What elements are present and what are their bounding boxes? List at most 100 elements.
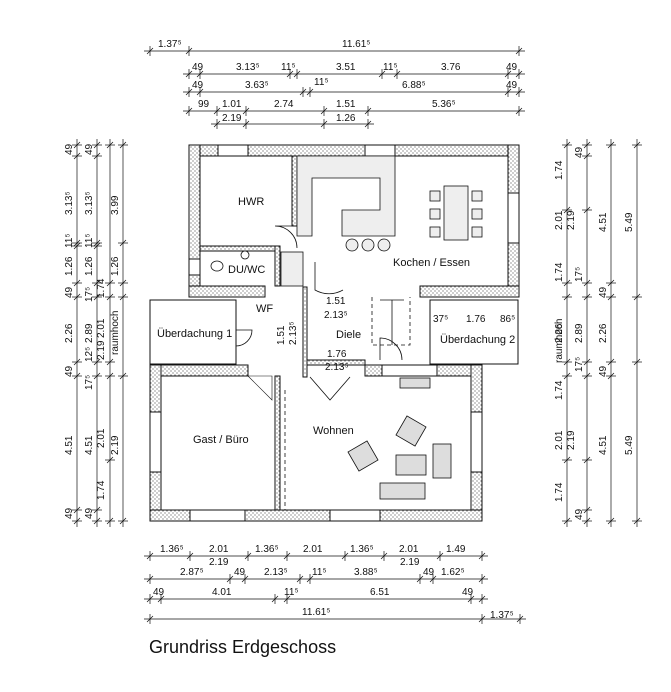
- window-north-1: [217, 144, 249, 157]
- sofa: [379, 482, 426, 500]
- door-diele-right: [379, 337, 403, 361]
- dim-left-c4-2: 2.19: [110, 435, 121, 455]
- armchair-2: [395, 415, 427, 447]
- dim-left-c1-4: 49: [64, 286, 75, 298]
- window-west-gast: [149, 411, 162, 473]
- dim-right-c1-5: 2.01: [554, 430, 565, 450]
- room-label-du: DU/WC: [228, 264, 265, 276]
- dim-top-r2-1: 3.13⁵: [236, 62, 260, 73]
- dim-left-c2-9: 49: [84, 507, 95, 519]
- stair-treads: [380, 299, 404, 345]
- dim-left-c1-3: 1.26: [64, 256, 75, 276]
- bar-stool-1: [345, 238, 359, 252]
- room-label-wohnen: Wohnen: [313, 425, 354, 437]
- room-label-ueb2: Überdachung 2: [440, 334, 515, 346]
- dim-left-c4-0: 1.26: [110, 256, 121, 276]
- dim-top-r3-2: 11⁵: [314, 77, 329, 88]
- dim-left-c2-7: 17⁵: [84, 375, 95, 390]
- room-label-gast: Gast / Büro: [193, 434, 249, 446]
- door-gast: [247, 375, 273, 401]
- kitchen-counter: [296, 155, 396, 237]
- dimension-lines: [72, 46, 642, 624]
- dim-left-c4-1: 2.19: [96, 340, 107, 360]
- dim-left-c4-3: raumhoch: [110, 311, 121, 355]
- dim-int-7: 37⁵: [433, 314, 448, 325]
- dim-top-r5-0: 2.19: [222, 113, 242, 124]
- dim-top-r5-1: 1.26: [336, 113, 356, 124]
- stair-dashed: [371, 297, 411, 346]
- dim-right-c2-5: 2.19: [566, 430, 577, 450]
- door-hwr: [274, 225, 298, 249]
- dim-bot-r1-6: 1.49: [446, 544, 466, 555]
- dim-int-1: 1.51: [326, 296, 346, 307]
- toilet-icon: [210, 260, 224, 272]
- dim-left-c1-5: 2.26: [64, 323, 75, 343]
- dim-top-r4-4: 5.36⁵: [432, 99, 456, 110]
- dining-table: [443, 185, 469, 241]
- dim-top-r3-3: 6.88⁵: [402, 80, 426, 91]
- dim-top-r2-4: 11⁵: [383, 62, 398, 73]
- wall-int-wf: [302, 286, 308, 378]
- dim-right-c3-1: 49: [598, 286, 609, 298]
- dim-left-c2-6: 12⁵: [84, 347, 95, 362]
- dim-left-c2-0: 49: [84, 143, 95, 155]
- wall-bottom-north-left: [149, 364, 249, 377]
- dim-left-c1-6: 49: [64, 365, 75, 377]
- dim-top-r4-0: 99: [198, 99, 210, 110]
- dim-right-c1-4: 1.74: [554, 380, 565, 400]
- window-east-wohnen: [470, 411, 483, 473]
- dim-top-r2-5: 3.76: [441, 62, 461, 73]
- left-dimensions: 49 3.13⁵ 11⁵ 1.26 49 2.26 49 4.51 49 49 …: [64, 143, 121, 519]
- dim-top-r1-0: 1.37⁵: [158, 39, 182, 50]
- window-north-wohnen: [381, 364, 438, 377]
- room-label-wf: WF: [256, 303, 273, 315]
- dim-top-r2-0: 49: [192, 62, 204, 73]
- wall-int-hwr-east: [291, 155, 298, 227]
- dim-bot-r1-0: 1.36⁵: [160, 544, 184, 555]
- dim-right-c1-3: 2.26: [554, 323, 565, 343]
- dim-left-c1-2: 11⁵: [64, 233, 75, 248]
- dim-right-c3-2: 2.89: [574, 323, 585, 343]
- bottom-dimensions: 1.36⁵ 2.01 1.36⁵ 2.01 1.36⁵ 2.01 1.49 2.…: [153, 544, 514, 621]
- dim-top-r2-2: 11⁵: [281, 62, 296, 73]
- dim-top-r4-2: 2.74: [274, 99, 294, 110]
- window-south-gast: [189, 509, 246, 522]
- door-wohnen: [309, 376, 351, 401]
- dim-right-c2-3: raumhoch: [554, 319, 565, 363]
- window-south-wohnen: [329, 509, 381, 522]
- dim-top-r2-3: 3.51: [336, 62, 356, 73]
- dim-int-8: 1.76: [466, 314, 486, 325]
- bar-stool-2: [361, 238, 375, 252]
- dim-left-c2-3: 1.26: [84, 256, 95, 276]
- right-dimensions: 1.74 2.01 1.74 2.26 1.74 2.01 1.74 49 2.…: [554, 146, 635, 520]
- wall-top-south-right: [419, 285, 520, 298]
- plan-title: Grundriss Erdgeschoss: [149, 637, 337, 657]
- bar-stool-3: [377, 238, 391, 252]
- dim-bot-r1-1: 2.01: [209, 544, 229, 555]
- dim-top-r2-6: 49: [506, 62, 518, 73]
- window-east-1: [507, 192, 520, 244]
- dim-bot-r3-6: 1.62⁵: [441, 567, 465, 578]
- room-label-diele: Diele: [336, 329, 361, 341]
- canopy-2-outline: [429, 299, 519, 365]
- dim-bot-r5-0: 11.61⁵: [302, 607, 330, 618]
- dim-right-c2-1: 2.19: [566, 210, 577, 230]
- dim-bot-r3-1: 49: [234, 567, 246, 578]
- dim-bot-r1-3: 2.01: [303, 544, 323, 555]
- dim-bot-r3-0: 2.87⁵: [180, 567, 204, 578]
- sofa-side: [432, 443, 452, 479]
- dim-bot-r3-2: 2.13⁵: [264, 567, 288, 578]
- dim-int-4: 2.13⁵: [288, 321, 299, 345]
- doors: [235, 225, 403, 401]
- canopies: [149, 299, 519, 365]
- wall-bottom-south: [149, 509, 483, 522]
- dim-int-5: 1.76: [327, 349, 347, 360]
- door-entry: [235, 329, 253, 347]
- dim-bot-r3-4: 3.88⁵: [354, 567, 378, 578]
- dim-bot-r4-4: 49: [462, 587, 474, 598]
- dim-right-c1-2: 1.74: [554, 262, 565, 282]
- dim-left-c3-2: 2.01: [96, 428, 107, 448]
- dim-bot-r1-5: 2.01: [399, 544, 419, 555]
- dim-right-c3-3: 49: [598, 365, 609, 377]
- wall-top-south-left: [188, 285, 266, 298]
